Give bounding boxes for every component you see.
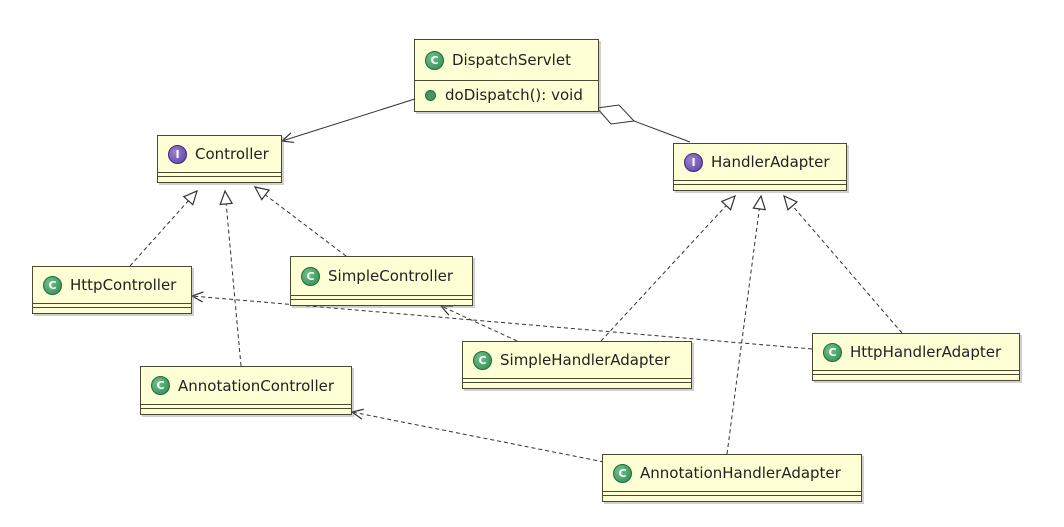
aggregation-diamond	[596, 104, 636, 125]
interface-handleradapter[interactable]: I HandlerAdapter	[673, 143, 847, 191]
class-icon: C	[425, 50, 444, 70]
interface-header: I Controller	[158, 136, 281, 172]
interface-name: Controller	[195, 145, 269, 163]
class-name: HttpHandlerAdapter	[850, 343, 1002, 361]
class-name: DispatchServlet	[452, 51, 571, 69]
compartment-divider	[291, 299, 472, 303]
dependency-annotationhandleradapter-annotationcontroller	[350, 408, 605, 463]
class-icon: C	[823, 342, 842, 362]
association-dispatchservlet-controller	[280, 97, 419, 144]
class-httphandleradapter[interactable]: C HttpHandlerAdapter	[812, 333, 1020, 381]
compartment-divider	[158, 172, 281, 176]
class-name: AnnotationController	[178, 376, 335, 395]
class-httpcontroller[interactable]: C HttpController	[32, 266, 192, 314]
method-signature: doDispatch(): void	[445, 86, 583, 104]
compartment-divider	[674, 180, 846, 184]
public-method-icon	[425, 89, 436, 101]
aggregation-dispatchservlet-handleradapter	[633, 120, 691, 143]
class-header: C AnnotationController	[141, 367, 351, 404]
class-annotationcontroller[interactable]: C AnnotationController	[140, 366, 352, 415]
class-icon: C	[613, 463, 632, 483]
class-name: SimpleHandlerAdapter	[500, 351, 670, 369]
method-row: doDispatch(): void	[415, 80, 598, 109]
interface-icon: I	[684, 152, 703, 172]
compartment-divider	[813, 374, 1019, 378]
class-icon: C	[43, 275, 62, 295]
compartment-divider	[813, 370, 1019, 374]
class-header: C DispatchServlet	[415, 40, 598, 80]
class-annotationhandleradapter[interactable]: C AnnotationHandlerAdapter	[602, 454, 862, 502]
dependency-simplehandleradapter-simplecontroller	[439, 305, 518, 342]
class-simplecontroller[interactable]: C SimpleController	[290, 256, 473, 306]
realization-annotationhandleradapter-handleradapter	[726, 194, 767, 455]
class-icon: C	[473, 350, 492, 370]
compartment-divider	[158, 176, 281, 180]
class-icon: C	[301, 266, 320, 286]
class-name: AnnotationHandlerAdapter	[640, 464, 841, 482]
class-dispatchservlet[interactable]: C DispatchServlet doDispatch(): void	[414, 39, 599, 112]
compartment-divider	[291, 295, 472, 299]
realization-httpcontroller-controller	[129, 189, 198, 267]
compartment-divider	[33, 307, 191, 311]
compartment-divider	[33, 303, 191, 307]
compartment-divider	[603, 495, 861, 499]
compartment-divider	[463, 382, 691, 386]
class-header: C SimpleController	[291, 257, 472, 295]
compartment-divider	[674, 184, 846, 188]
class-header: C HttpHandlerAdapter	[813, 334, 1019, 370]
interface-controller[interactable]: I Controller	[157, 135, 282, 183]
class-icon: C	[151, 376, 170, 395]
interface-header: I HandlerAdapter	[674, 144, 846, 180]
class-header: C HttpController	[33, 267, 191, 303]
interface-name: HandlerAdapter	[711, 153, 830, 171]
realization-simplehandleradapter-handleradapter	[600, 194, 736, 342]
compartment-divider	[463, 378, 691, 382]
class-name: HttpController	[70, 276, 177, 294]
realization-simplecontroller-controller	[253, 186, 347, 257]
class-simplehandleradapter[interactable]: C SimpleHandlerAdapter	[462, 341, 692, 389]
class-header: C AnnotationHandlerAdapter	[603, 455, 861, 491]
realization-httphandleradapter-handleradapter	[783, 194, 903, 334]
class-header: C SimpleHandlerAdapter	[463, 342, 691, 378]
interface-icon: I	[168, 144, 187, 164]
class-name: SimpleController	[328, 267, 454, 285]
compartment-divider	[141, 404, 351, 408]
realization-annotationcontroller-controller	[219, 189, 242, 367]
compartment-divider	[603, 491, 861, 495]
compartment-divider	[141, 408, 351, 412]
